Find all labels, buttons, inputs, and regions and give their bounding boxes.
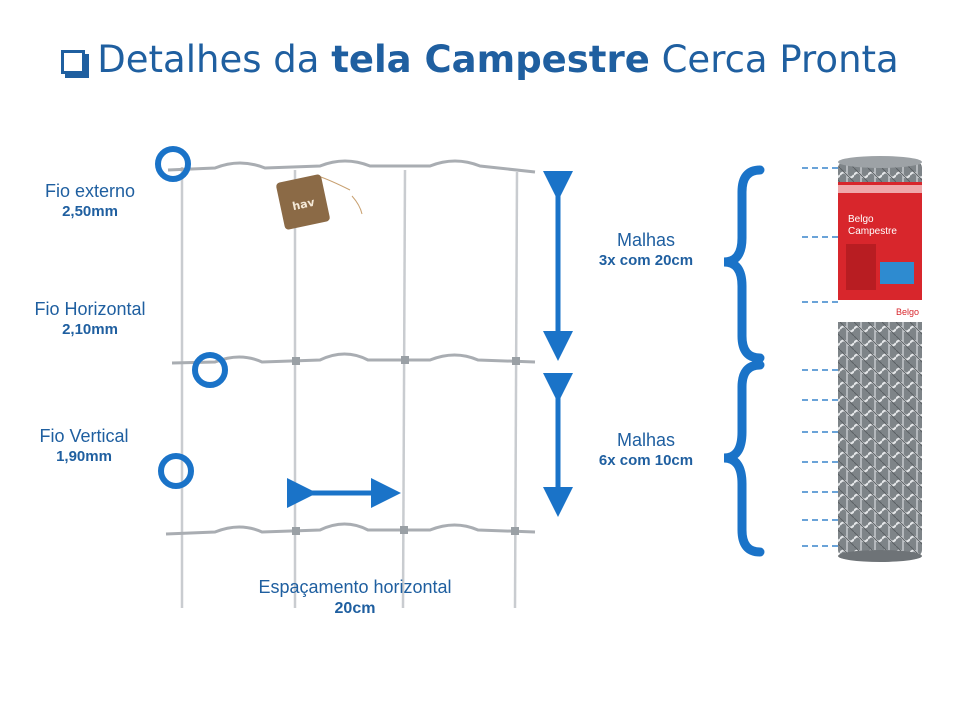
label-value: 2,50mm — [62, 202, 118, 220]
label-fio-vertical: Fio Vertical 1,90mm — [14, 425, 154, 466]
label-value: 3x com 20cm — [598, 251, 694, 269]
label-espacamento: Espaçamento horizontal 20cm — [225, 576, 485, 619]
label-name: Malhas — [616, 230, 676, 250]
page-title: Detalhes da tela Campestre Cerca Pronta — [0, 38, 960, 81]
title-suffix: Cerca Pronta — [661, 38, 899, 81]
wire-highlight-circles — [155, 146, 228, 489]
title-prefix: Detalhes da — [97, 38, 320, 81]
wire-knots — [292, 356, 520, 535]
label-value: 6x com 10cm — [598, 451, 694, 469]
label-fio-externo: Fio externo 2,50mm — [20, 180, 160, 221]
label-name: Fio Horizontal — [34, 299, 146, 319]
roll-brand: Belgo — [848, 214, 874, 225]
label-value: 20cm — [334, 599, 376, 617]
label-value: 2,10mm — [62, 320, 118, 338]
label-name: Fio externo — [44, 181, 136, 201]
label-value: 1,90mm — [56, 447, 112, 465]
mesh-braces — [723, 165, 765, 557]
tag-text: hav — [291, 196, 316, 214]
label-name: Malhas — [616, 430, 676, 450]
label-fio-horizontal: Fio Horizontal 2,10mm — [10, 298, 170, 339]
fence-roll-image: Belgo Campestre Belgo — [838, 156, 922, 562]
label-name: Espaçamento horizontal — [258, 577, 452, 597]
roll-footer: Belgo — [896, 307, 919, 317]
label-malhas-10cm: Malhas 6x com 10cm — [586, 429, 706, 470]
vertical-arrows — [287, 171, 573, 517]
checkbox-icon — [61, 50, 90, 78]
label-malhas-20cm: Malhas 3x com 20cm — [586, 229, 706, 270]
title-bold: tela Campestre — [331, 38, 650, 81]
hav-tag: hav — [276, 174, 363, 230]
horizontal-wires — [165, 159, 536, 536]
vertical-wires — [180, 167, 519, 609]
label-name: Fio Vertical — [39, 426, 129, 446]
roll-product: Campestre — [848, 226, 897, 237]
